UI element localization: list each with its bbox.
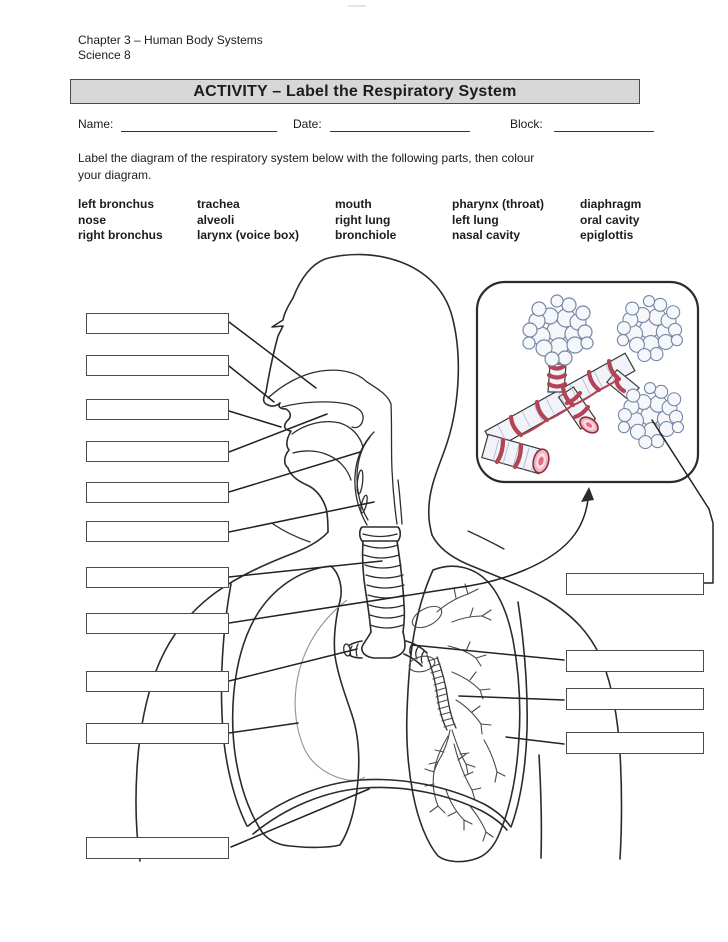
mouth-floor <box>292 450 352 481</box>
bronchial-tree <box>408 583 506 842</box>
alveoli-inset <box>475 280 700 484</box>
bronchiole-cut-end <box>579 416 599 434</box>
label-box-right-4[interactable] <box>566 732 704 754</box>
label-box-left-7[interactable] <box>86 567 229 588</box>
label-box-left-3[interactable] <box>86 399 229 420</box>
word-bank-item: alveoli <box>197 212 235 227</box>
bronchus-branch-opening <box>408 655 436 673</box>
word-bank-item: diaphragm <box>580 197 642 211</box>
label-box-left-5[interactable] <box>86 482 229 503</box>
label-box-right-1[interactable] <box>566 573 704 595</box>
left-lung <box>405 565 521 863</box>
word-bank-item: left lung <box>452 212 499 227</box>
label-box-right-2[interactable] <box>566 650 704 672</box>
label-box-left-4[interactable] <box>86 441 229 462</box>
arrowhead-icon <box>581 487 594 502</box>
upper-airway <box>267 369 403 542</box>
label-box-left-9[interactable] <box>86 671 229 692</box>
word-bank-column-3: mouth right lung bronchiole <box>335 197 396 244</box>
activity-title: ACTIVITY – Label the Respiratory System <box>193 83 517 100</box>
word-bank-item: epiglottis <box>580 228 634 242</box>
course-heading: Science 8 <box>78 48 131 62</box>
body-outline <box>135 253 623 862</box>
word-bank-item: bronchiole <box>335 228 397 242</box>
label-box-left-1[interactable] <box>86 313 229 334</box>
magnify-arrow <box>454 498 589 589</box>
block-field[interactable] <box>554 117 654 132</box>
word-bank-item: nose <box>78 212 107 227</box>
smooth-muscle-bands <box>494 358 627 470</box>
instructions-line-2: your diagram. <box>78 168 152 182</box>
name-label: Name: <box>78 117 114 131</box>
word-bank-item: left bronchus <box>78 197 155 211</box>
palate <box>281 401 364 429</box>
word-bank-column-4: pharynx (throat) left lung nasal cavity <box>452 197 544 244</box>
carina <box>361 631 406 659</box>
bronchus-branch-opening <box>411 605 443 629</box>
chapter-heading: Chapter 3 – Human Body Systems <box>78 33 263 47</box>
label-box-left-2[interactable] <box>86 355 229 376</box>
vocal-fold <box>360 494 368 514</box>
word-bank-column-1: left bronchus nose right bronchus <box>78 197 163 244</box>
word-bank-item: trachea <box>197 197 240 211</box>
heart-outline <box>294 599 366 781</box>
activity-title-bar: ACTIVITY – Label the Respiratory System <box>70 79 640 104</box>
word-bank-column-5: diaphragm oral cavity epiglottis <box>580 197 641 244</box>
nasal-cavity-roof <box>267 369 368 399</box>
word-bank-item: right bronchus <box>78 228 163 242</box>
collarbone-seam-right <box>467 530 505 550</box>
word-bank-item: mouth <box>335 197 372 211</box>
word-bank-item: pharynx (throat) <box>452 197 545 211</box>
tongue <box>291 420 364 448</box>
label-box-left-11[interactable] <box>86 837 229 859</box>
leader-lines <box>228 321 714 848</box>
esophagus <box>397 479 403 525</box>
larynx <box>358 526 402 542</box>
word-bank-item: oral cavity <box>580 212 640 227</box>
word-bank-item: larynx (voice box) <box>197 228 300 242</box>
date-field[interactable] <box>330 117 470 132</box>
word-bank-item: nasal cavity <box>452 228 521 242</box>
label-box-right-3[interactable] <box>566 688 704 710</box>
word-bank-item: right lung <box>335 212 391 227</box>
diaphragm <box>247 778 511 835</box>
date-label: Date: <box>293 117 322 131</box>
instructions-line-1: Label the diagram of the respiratory sys… <box>78 151 535 165</box>
collarbone-seam-left <box>272 523 311 543</box>
trachea <box>343 540 428 667</box>
label-box-left-6[interactable] <box>86 521 229 542</box>
label-box-left-10[interactable] <box>86 723 229 744</box>
block-label: Block: <box>510 117 543 131</box>
pharynx-back-wall <box>366 381 398 525</box>
name-field[interactable] <box>121 117 277 132</box>
vocal-fold <box>356 469 364 495</box>
word-bank-column-2: trachea alveoli larynx (voice box) <box>197 197 299 244</box>
bronchiole-cut-end <box>532 448 550 474</box>
label-box-left-8[interactable] <box>86 613 229 634</box>
